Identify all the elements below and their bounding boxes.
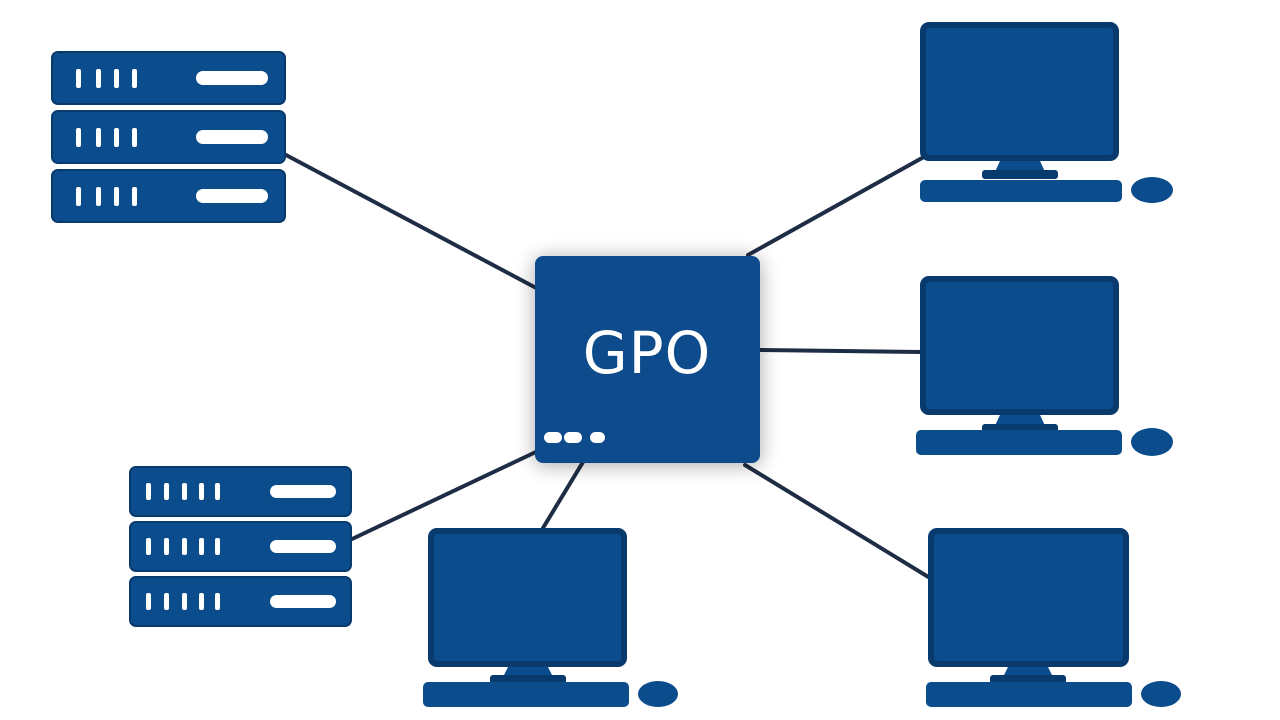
connector-line (284, 153, 542, 292)
hub-label: GPO (583, 319, 712, 387)
server-top-left (51, 51, 286, 223)
desktop-computer-icon (920, 22, 1173, 203)
desktop-computer-icon (916, 276, 1173, 456)
status-lights-icon (544, 432, 605, 443)
server-bottom-left (129, 466, 352, 627)
workstation-top-right (920, 22, 1173, 203)
connector-line (541, 460, 585, 530)
workstation-bottom-right (926, 528, 1181, 707)
workstation-bottom-center (423, 528, 678, 707)
server-rack-icon (51, 51, 286, 223)
workstation-middle-right (916, 276, 1173, 456)
connector-line (758, 348, 924, 354)
connector-line (743, 463, 932, 580)
desktop-computer-icon (423, 528, 678, 707)
desktop-computer-icon (926, 528, 1181, 707)
server-rack-icon (129, 466, 352, 627)
connectors (284, 153, 932, 580)
gpo-hub-box (535, 256, 760, 463)
connector-line (348, 448, 542, 542)
connector-line (746, 156, 924, 257)
gpo-hub: GPO (535, 256, 760, 463)
